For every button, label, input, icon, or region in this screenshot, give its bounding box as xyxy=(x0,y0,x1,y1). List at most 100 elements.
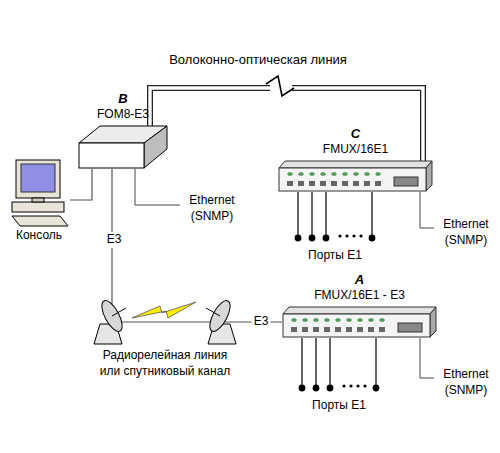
rack-front xyxy=(279,168,426,191)
dish-reflector xyxy=(206,298,234,335)
cable-sheath xyxy=(150,88,423,161)
interface-label: Ethernet (SNMP) xyxy=(181,193,243,224)
port-dot xyxy=(323,235,329,241)
device-model: FMUX/16E1 - E3 xyxy=(314,288,405,303)
port-wire xyxy=(329,338,330,388)
port-socket xyxy=(287,181,293,186)
console-computer: Консоль xyxy=(8,158,70,243)
device-heading: AFMUX/16E1 - E3 xyxy=(314,272,405,303)
rack-front xyxy=(283,314,430,337)
rack-top xyxy=(283,307,436,314)
monitor xyxy=(16,160,60,198)
dish-feed xyxy=(112,308,126,316)
node-label: Консоль xyxy=(8,228,70,243)
ellipsis-dot xyxy=(339,235,341,237)
link-label: Волоконно-оптическая линия xyxy=(169,52,347,69)
port-wire xyxy=(301,338,302,388)
port-wire xyxy=(371,192,372,238)
port-socket xyxy=(368,327,374,332)
dish-antenna xyxy=(206,298,236,344)
device-drawing xyxy=(78,125,168,169)
status-led xyxy=(314,318,319,321)
port-dot xyxy=(299,385,305,391)
port-wire xyxy=(297,192,298,238)
port-dot xyxy=(313,385,319,391)
port-dot xyxy=(369,235,375,241)
status-led xyxy=(365,172,370,175)
status-led xyxy=(343,172,348,175)
port-socket xyxy=(375,181,381,186)
ethernet-wire xyxy=(135,169,180,205)
port-socket xyxy=(320,181,326,186)
device-letter: C xyxy=(323,126,388,142)
status-led xyxy=(310,172,315,175)
ellipsis-dot xyxy=(346,235,348,237)
device-letter: A xyxy=(314,272,405,288)
e3-link xyxy=(112,169,282,322)
box-side xyxy=(144,126,167,168)
port-socket xyxy=(364,181,370,186)
port-socket xyxy=(331,181,337,186)
port-wire xyxy=(375,338,376,388)
ellipsis-dot xyxy=(343,385,345,387)
port-wire xyxy=(315,338,316,388)
interface-label: Ethernet (SNMP) xyxy=(436,217,496,248)
port-socket xyxy=(342,181,348,186)
status-led xyxy=(292,318,297,321)
dish-reflector xyxy=(98,298,126,335)
port-socket xyxy=(309,181,315,186)
port-socket xyxy=(335,327,341,332)
device-drawing xyxy=(278,160,433,192)
cable-core xyxy=(150,88,423,161)
port-dot xyxy=(295,235,301,241)
status-led xyxy=(380,318,385,321)
port-socket xyxy=(302,327,308,332)
port-dot xyxy=(327,385,333,391)
ellipsis-dot xyxy=(350,385,352,387)
status-led xyxy=(369,318,374,321)
ellipsis-dot xyxy=(360,235,362,237)
device-heading: CFMUX/16E1 xyxy=(323,126,388,157)
monitor-stand xyxy=(32,198,44,202)
ellipsis-dot xyxy=(364,385,366,387)
status-led xyxy=(321,172,326,175)
ellipsis-dot xyxy=(353,235,355,237)
status-led xyxy=(354,172,359,175)
port-wire xyxy=(325,192,326,238)
status-led xyxy=(376,172,381,175)
pc-case xyxy=(12,202,64,212)
status-led xyxy=(336,318,341,321)
rack-side xyxy=(430,307,436,337)
ellipsis-dot xyxy=(357,385,359,387)
computer-icon xyxy=(8,158,70,228)
link-caption: Радиорелейная линия или спутниковый кана… xyxy=(94,348,236,379)
link-line xyxy=(112,169,282,322)
port-socket xyxy=(357,327,363,332)
rack-side xyxy=(426,161,432,191)
multiplexer-device: BFOM8-E3 xyxy=(78,125,168,169)
port-socket xyxy=(324,327,330,332)
box-front xyxy=(79,143,144,168)
fiber-cable xyxy=(150,88,423,161)
port-socket xyxy=(353,181,359,186)
port-socket xyxy=(379,327,385,332)
dish-feed xyxy=(206,308,220,316)
e1-port-wires xyxy=(295,192,375,241)
port-dot xyxy=(309,235,315,241)
ethernet-wire xyxy=(420,192,434,228)
device-drawing xyxy=(282,306,437,338)
ports-label: Порты E1 xyxy=(312,398,366,414)
device-model: FOM8-E3 xyxy=(97,107,149,122)
status-led xyxy=(332,172,337,175)
port-socket xyxy=(313,327,319,332)
port-socket xyxy=(346,327,352,332)
multiplexer-device: CFMUX/16E1 xyxy=(278,160,433,192)
e3-link xyxy=(70,169,92,200)
e1-port-wires xyxy=(299,338,379,391)
status-led xyxy=(303,318,308,321)
connector-socket xyxy=(398,323,422,332)
ports-label: Порты E1 xyxy=(308,248,362,264)
multiplexer-device: AFMUX/16E1 - E3 xyxy=(282,306,437,338)
